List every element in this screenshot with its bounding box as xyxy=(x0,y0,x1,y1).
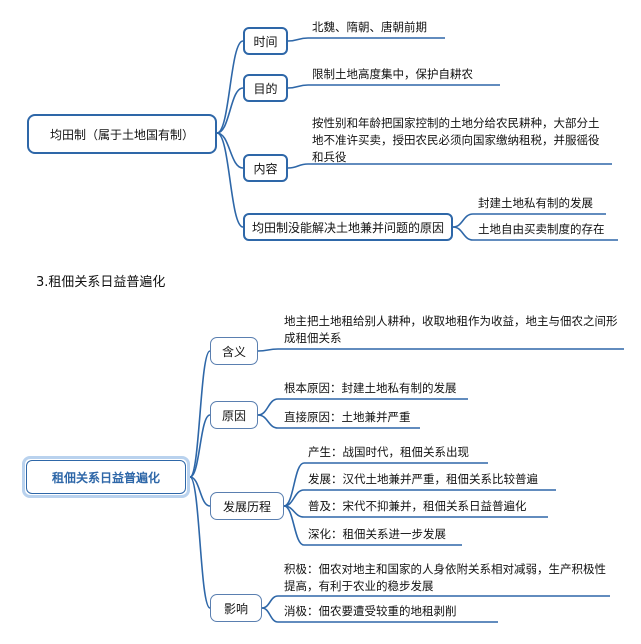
detail-reason-2: 土地自由买卖制度的存在 xyxy=(478,222,605,236)
diagram1-root-node: 均田制（属于土地国有制） xyxy=(27,114,217,154)
detail-development-origin: 产生：战国时代，租佃关系出现 xyxy=(308,445,469,459)
detail-reason-1: 封建土地私有制的发展 xyxy=(478,196,593,210)
branch-node-reason: 均田制没能解决土地兼并问题的原因 xyxy=(243,213,453,241)
detail-development-growth: 发展：汉代土地兼并严重，租佃关系比较普遍 xyxy=(308,472,538,486)
detail-development-spread: 普及：宋代不抑兼并，租佃关系日益普遍化 xyxy=(308,499,527,513)
diagram2-root-node: 租佃关系日益普遍化 xyxy=(22,456,190,498)
branch-node-cause: 原因 xyxy=(210,401,258,429)
branch-node-purpose: 目的 xyxy=(243,74,288,102)
diagram2-root-label: 租佃关系日益普遍化 xyxy=(26,460,186,494)
detail-meaning: 地主把土地租给别人耕种，收取地租作为收益，地主与佃农之间形成租佃关系 xyxy=(284,314,618,345)
detail-content: 按性别和年龄把国家控制的土地分给农民耕种，大部分土地不准许买卖，授田农民必须向国… xyxy=(312,116,600,164)
detail-purpose: 限制土地高度集中，保护自耕农 xyxy=(312,67,473,81)
branch-node-time: 时间 xyxy=(243,27,288,55)
detail-impact-positive: 积极：佃农对地主和国家的人身依附关系相对减弱，生产积极性提高，有利于农业的稳步发… xyxy=(284,562,606,593)
branch-node-development: 发展历程 xyxy=(210,492,284,520)
detail-time: 北魏、隋朝、唐朝前期 xyxy=(312,20,427,34)
detail-impact-negative: 消极：佃农要遭受较重的地租剥削 xyxy=(284,604,457,618)
branch-node-impact: 影响 xyxy=(210,594,262,622)
detail-cause-root: 根本原因：封建土地私有制的发展 xyxy=(284,381,457,395)
branch-node-meaning: 含义 xyxy=(210,337,258,365)
detail-development-deepen: 深化：租佃关系进一步发展 xyxy=(308,527,446,541)
section-title: 3.租佃关系日益普遍化 xyxy=(36,275,166,290)
detail-cause-direct: 直接原因：土地兼并严重 xyxy=(284,410,411,424)
branch-node-content: 内容 xyxy=(243,154,288,182)
